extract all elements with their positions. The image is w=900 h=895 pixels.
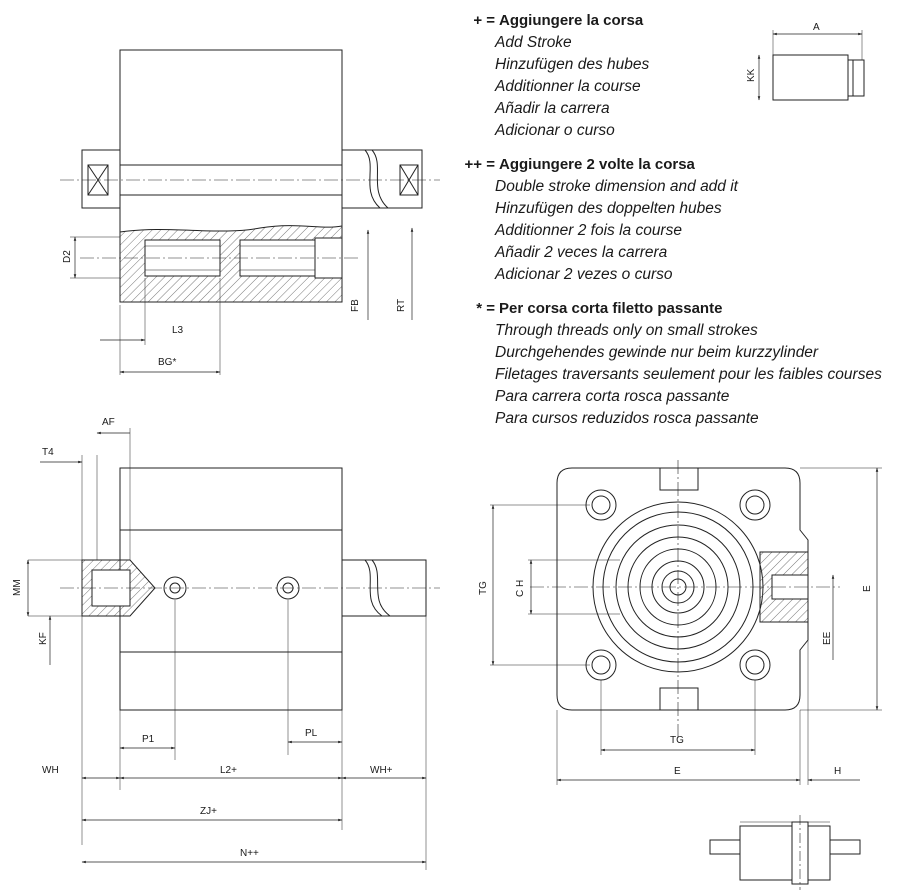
dim-N: N++ [240,848,259,859]
legend-translation: Filetages traversants seulement pour les… [495,366,882,383]
legend: + =Aggiungere la corsa Add Stroke Hinzuf… [440,10,890,442]
legend-symbol: ++ = [464,156,495,173]
dim-PL: PL [305,728,318,739]
dim-T4: T4 [42,447,54,458]
dim-E-vertical: E [862,585,873,592]
dim-RT: RT [396,299,407,312]
legend-translation: Añadir la carrera [495,100,610,117]
legend-heading: Per corsa corta filetto passante [499,300,723,317]
legend-translation: Additionner 2 fois la course [495,222,682,239]
rod-end-detail [757,30,865,101]
port-1 [163,576,187,600]
legend-translation: Adicionar o curso [495,122,615,139]
dim-ZJ: ZJ+ [200,806,217,817]
dim-WH-plus: WH+ [370,765,393,776]
legend-translation: Para cursos reduzidos rosca passante [495,410,759,427]
dim-A: A [813,22,820,33]
side-view [26,428,440,870]
legend-block-double-stroke: ++ =Aggiungere 2 volte la corsa Double s… [440,154,890,286]
dim-TG-vertical: TG [478,581,489,595]
legend-translation: Add Stroke [495,34,572,51]
dim-BG: BG* [158,357,176,368]
legend-translation: Adicionar 2 vezes o curso [495,266,673,283]
dim-L2: L2+ [220,765,237,776]
legend-block-stroke: + =Aggiungere la corsa Add Stroke Hinzuf… [440,10,890,142]
dim-L3: L3 [172,325,184,336]
dim-MM: MM [12,579,23,596]
legend-translation: Through threads only on small strokes [495,322,758,339]
dim-EE: EE [822,631,833,645]
legend-block-short-stroke: * =Per corsa corta filetto passante Thro… [440,298,890,430]
legend-translation: Para carrera corta rosca passante [495,388,730,405]
small-detail-view [709,815,861,890]
legend-translation: Hinzufügen des hubes [495,56,650,73]
dim-D2: D2 [62,250,73,263]
legend-translation: Durchgehendes gewinde nur beim kurzzylin… [495,344,819,361]
dim-P1: P1 [142,734,155,745]
dim-KK: KK [746,68,757,82]
cylinder-body-side [119,467,343,711]
dim-KF: KF [38,632,49,645]
legend-translation: Double stroke dimension and add it [495,178,738,195]
legend-translation: Hinzufügen des doppelten hubes [495,200,722,217]
front-view [490,460,882,785]
dim-AF: AF [102,417,115,428]
top-view [60,49,440,375]
legend-heading: Aggiungere la corsa [499,12,644,29]
dim-FB: FB [350,299,361,312]
legend-translation: Añadir 2 veces la carrera [495,244,668,261]
dim-WH: WH [42,765,59,776]
legend-symbol: * = [476,300,495,317]
legend-heading: Aggiungere 2 volte la corsa [499,156,695,173]
legend-symbol: + = [473,12,495,29]
dim-H: H [834,766,841,777]
dim-TG-horizontal: TG [670,735,684,746]
dim-E-horizontal: E [674,766,681,777]
dim-CH: C H [515,580,526,597]
legend-translation: Additionner la course [495,78,641,95]
